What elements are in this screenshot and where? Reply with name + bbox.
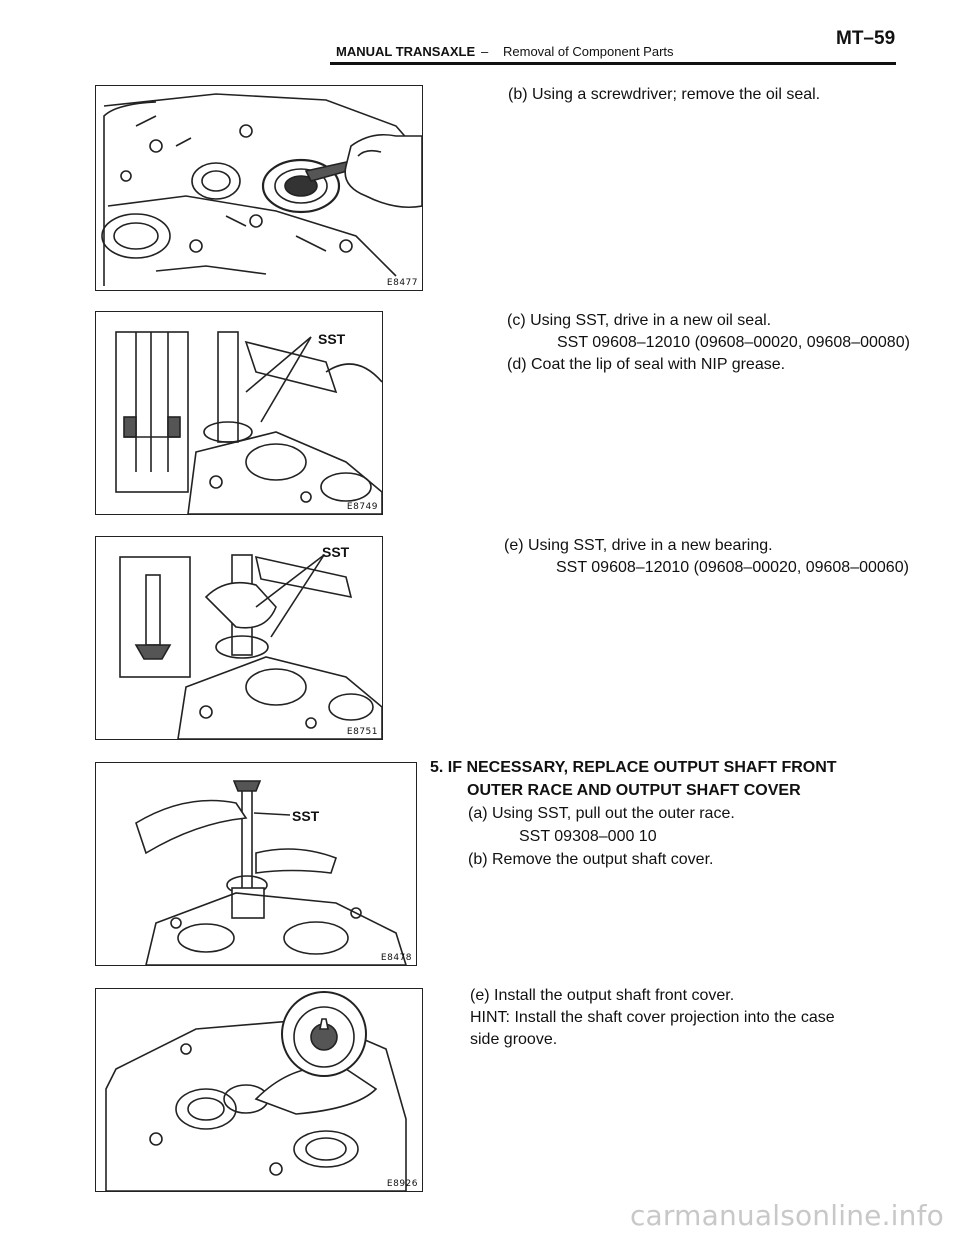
figure-code: E8751 [346,727,378,737]
step-remove-oil-seal: (b) Using a screwdriver; remove the oil … [508,86,821,103]
step-drive-bearing: (e) Using SST, drive in a new bearing. [504,537,773,554]
figure-drive-bearing: SST E8751 [95,536,383,740]
step-pull-outer-race-sst: SST 09308–000 10 [519,828,657,845]
step5-heading-line2: OUTER RACE AND OUTPUT SHAFT COVER [467,782,801,799]
sst-label: SST [318,331,346,347]
hint-line2: side groove. [470,1031,558,1048]
subsection-title: Removal of Component Parts [503,44,674,59]
sst-label: SST [322,544,350,560]
watermark: carmanualsonline.info [629,1199,944,1232]
figure-pull-outer-race: SST E8478 [95,762,417,966]
step-drive-oil-seal: (c) Using SST, drive in a new oil seal. [507,312,772,329]
figure-code: E8926 [386,1179,418,1189]
header-separator: – [481,44,489,59]
figure-code: E8749 [346,502,378,512]
hint-line1: HINT: Install the shaft cover projection… [470,1009,835,1026]
step-drive-oil-seal-sst: SST 09608–12010 (09608–00020, 09608–0008… [557,334,910,351]
figure-drive-oil-seal: SST E8749 [95,311,383,515]
header-rule [330,62,896,65]
sst-label: SST [292,808,320,824]
step-coat-seal: (d) Coat the lip of seal with NIP grease… [507,356,786,373]
figure-code: E8478 [380,953,412,963]
step-remove-shaft-cover: (b) Remove the output shaft cover. [468,851,714,868]
cover-install-illustration [105,991,407,1191]
sst-seal-driver-illustration: SST [115,331,382,514]
step-drive-bearing-sst: SST 09608–12010 (09608–00020, 09608–0006… [556,559,909,576]
transaxle-case-illustration [101,93,422,286]
figure-install-cover: E8926 [95,988,423,1192]
step-install-cover: (e) Install the output shaft front cover… [470,987,735,1004]
page-number: MT–59 [836,28,896,49]
sst-puller-illustration: SST [135,780,407,965]
section-title: MANUAL TRANSAXLE [336,44,476,59]
figure-remove-oil-seal: E8477 [95,85,423,291]
step5-heading-line1: 5. IF NECESSARY, REPLACE OUTPUT SHAFT FR… [430,759,837,776]
step-pull-outer-race: (a) Using SST, pull out the outer race. [468,805,735,822]
figure-code: E8477 [386,278,418,288]
sst-bearing-driver-illustration: SST [119,544,382,739]
